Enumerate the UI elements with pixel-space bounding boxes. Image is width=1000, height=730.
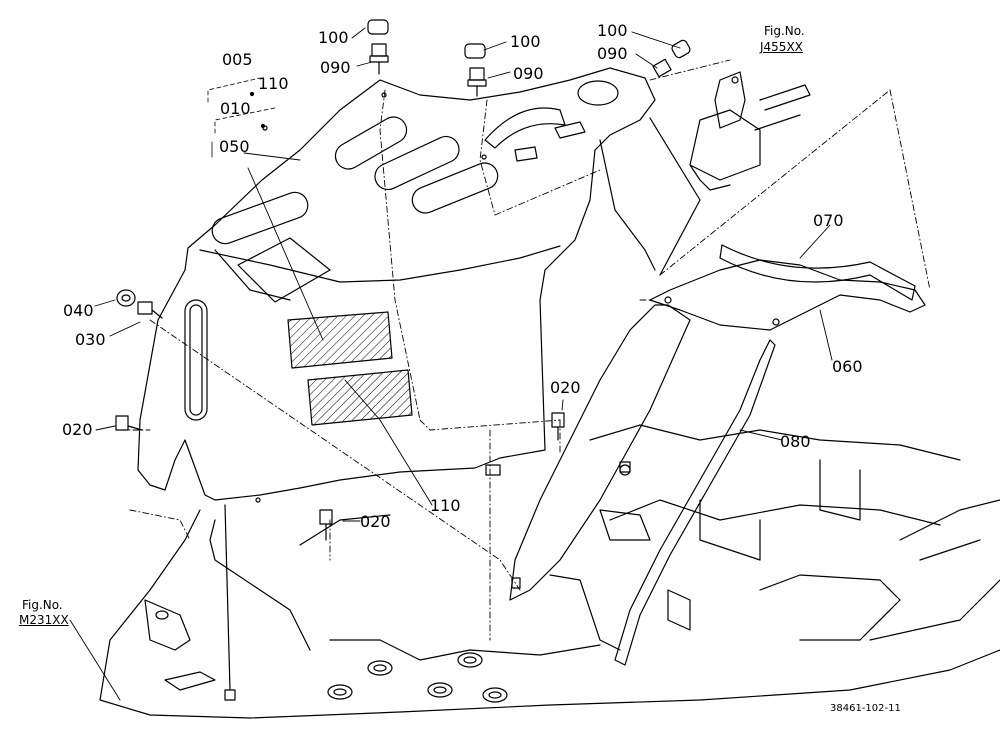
bolt-090-b [469, 67, 485, 81]
washer-5 [482, 687, 508, 703]
bolt-090-a [371, 43, 387, 57]
bolt-020-left [115, 415, 129, 431]
rubber-strip-080 [614, 339, 776, 666]
fastener-group [115, 19, 780, 589]
label-080: 080 [780, 432, 811, 451]
label-090-b: 090 [513, 64, 544, 83]
label-030: 030 [75, 330, 106, 349]
fig-ref-1-caption: Fig.No. [764, 24, 805, 38]
bolt-090-c [652, 58, 672, 78]
drawing-number: 38461-102-11 [830, 703, 901, 714]
decal-upper [287, 311, 393, 369]
dash-cover-panel [137, 67, 656, 501]
cover-top-slot-1 [334, 116, 408, 170]
cover-square-cutout [237, 237, 331, 303]
label-020-low: 020 [360, 512, 391, 531]
cap-100-a [367, 19, 389, 35]
washer-4 [457, 652, 483, 668]
meter-opening [484, 107, 566, 149]
label-110-bottom: 110 [430, 496, 461, 515]
cover-left-slot [211, 191, 309, 245]
ref-bracket-j455 [714, 71, 746, 129]
cover-top-slot-3 [411, 162, 499, 214]
label-090-c: 090 [597, 44, 628, 63]
washer-3 [427, 682, 453, 698]
label-100-b: 100 [510, 32, 541, 51]
label-050: 050 [219, 137, 250, 156]
cap-100-c [671, 39, 691, 59]
cap-100-b [464, 43, 486, 59]
label-040: 040 [63, 301, 94, 320]
label-100-c: 100 [597, 21, 628, 40]
side-panel-080 [509, 304, 691, 601]
bolt-020-mid [551, 412, 565, 428]
label-020-mid: 020 [550, 378, 581, 397]
seal-070 [719, 244, 916, 301]
chassis-plate [759, 574, 901, 641]
cover-top-slot-2 [374, 135, 460, 191]
fig-ref-2-code[interactable]: M231XX [19, 613, 69, 627]
washer-1 [327, 684, 353, 700]
fig-ref-2-caption: Fig.No. [22, 598, 63, 612]
key-hole [577, 80, 619, 106]
cap-040 [116, 289, 136, 307]
fig-ref-1-code[interactable]: J455XX [760, 40, 803, 54]
base-frame [99, 509, 1000, 719]
label-090-a: 090 [320, 58, 351, 77]
bracket-060 [649, 259, 926, 331]
label-010: 010 [220, 99, 251, 118]
label-100-a: 100 [318, 28, 349, 47]
bolt-030 [137, 301, 153, 315]
label-110-top: 110 [258, 74, 289, 93]
label-005: 005 [222, 50, 253, 69]
chassis-box [699, 499, 761, 561]
lower-bracket [144, 599, 191, 651]
label-070: 070 [813, 211, 844, 230]
label-020-left: 020 [62, 420, 93, 439]
label-060: 060 [832, 357, 863, 376]
cover-side-slot [184, 299, 208, 421]
washer-2 [367, 660, 393, 676]
